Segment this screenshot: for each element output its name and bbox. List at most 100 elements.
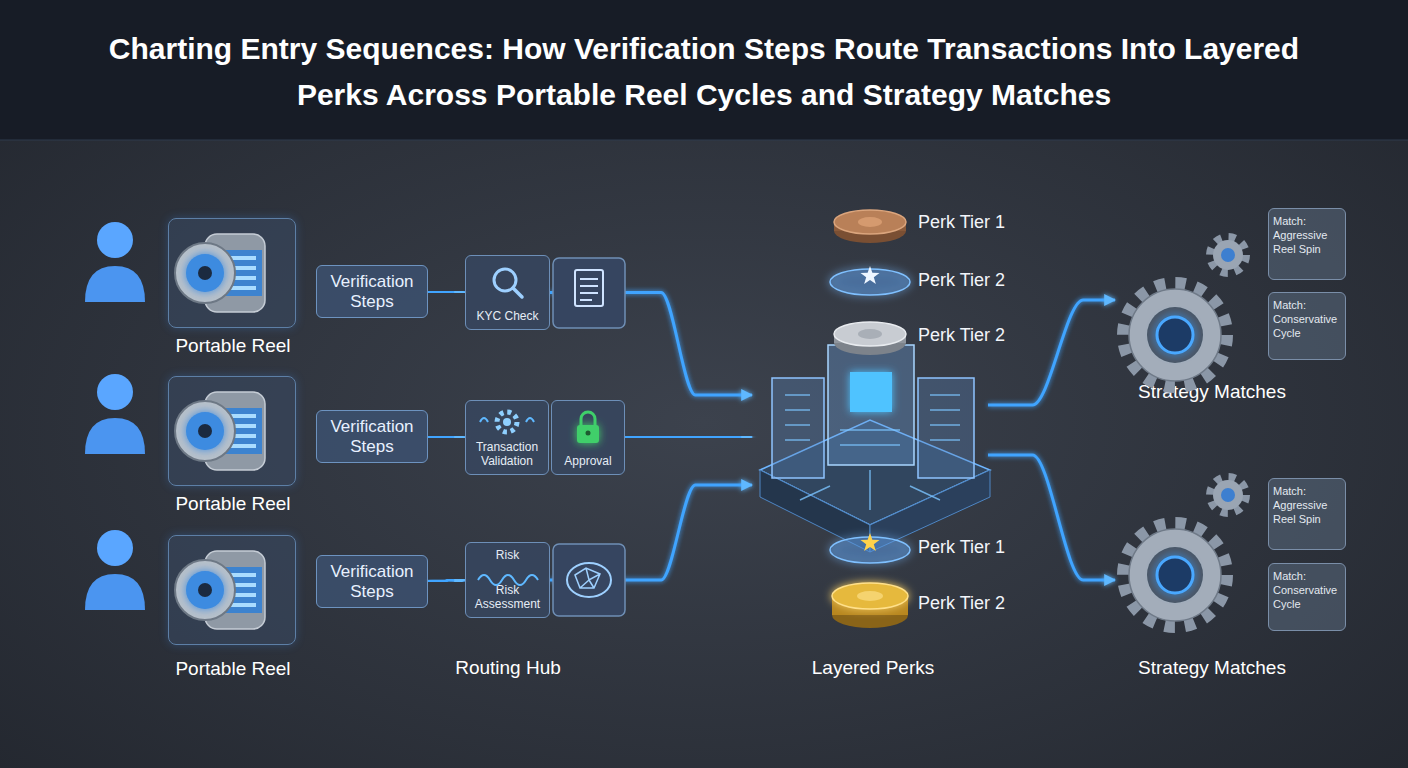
risk-wave [478,575,538,585]
validation-wave [480,418,534,422]
gear-body [1129,529,1221,621]
star-icon [860,266,879,284]
hub-base-top [760,420,990,525]
validation-gear [497,412,517,432]
coin-emblem [858,329,882,339]
person-icon [85,222,145,302]
gear-hub [1157,557,1193,593]
check-node: Approval [551,400,625,475]
gear-body [1129,289,1221,381]
node-text: Match: Aggressive Reel Spin [1273,484,1341,526]
reel-icon [175,234,265,312]
coin-bronze [834,210,906,234]
small-gear-teeth [1210,237,1246,273]
vs-node: Verification Steps [316,555,428,608]
brain-icon [567,563,611,597]
reel-icon [175,551,265,629]
validation-gear-core [503,418,511,426]
perk-tier-label: Perk Tier 2 [918,270,1005,291]
column-label: Layered Perks [812,657,935,679]
flow-connector [988,300,1115,405]
match-node: Match: Aggressive Reel Spin [1268,208,1346,280]
gear-teeth [1125,525,1225,625]
node-text: Match: Conservative Cycle [1273,298,1341,340]
flow-connector [550,293,752,396]
document-line [580,292,598,294]
small-gear-teeth [1210,477,1246,513]
brain-box [553,544,625,616]
hub-circuit [785,395,960,510]
check-node: KYC Check [465,255,550,330]
gear-teeth [1125,285,1225,385]
magnifier-icon [494,269,516,291]
document-line [580,299,592,301]
perk-tier-label: Perk Tier 2 [918,593,1005,614]
magnifier-handle [513,288,522,297]
hub-base-left [760,470,870,552]
star-disc [830,537,910,563]
coin-bronze-edge [834,219,906,243]
hub-tower [772,378,824,478]
flow-connector [988,455,1115,580]
node-heading: Strategy Matches [1138,657,1286,679]
flow-connector [428,580,465,582]
coin-emblem [857,591,883,601]
column-label: Routing Hub [455,657,561,679]
small-gear-hub [1221,248,1235,262]
node-heading: Portable Reel [175,658,290,680]
document-line [580,278,598,280]
document-box [553,258,625,328]
gear-node: Strategy Matches [1115,275,1235,395]
node-text: Risk [496,548,519,562]
gear-node: Strategy Matches [1115,515,1235,635]
match-node: Match: Conservative Cycle [1268,292,1346,360]
document-line [580,285,598,287]
vs-node: Verification Steps [316,265,428,318]
perk-tier-label: Perk Tier 2 [918,325,1005,346]
node-text: Verification Steps [320,417,424,457]
flow-connector [550,485,752,580]
match-node: Match: Aggressive Reel Spin [1268,478,1346,550]
gear-ring [1147,307,1203,363]
star-disc [830,269,910,295]
node-heading: Strategy Matches [1138,381,1286,403]
brain-network [575,568,600,588]
person-icon [85,374,145,454]
coin-emblem [858,217,882,227]
node-text: KYC Check [476,309,538,323]
diagram-title: Charting Entry Sequences: How Verificati… [79,26,1329,118]
lock-body [577,425,599,443]
coin-bronze-side [834,222,906,231]
coin-gold [832,583,908,609]
perk-tier-label: Perk Tier 1 [918,537,1005,558]
lock-shackle [581,412,595,426]
flow-connector [428,437,465,438]
coin-silver-side [834,334,906,343]
coin-gold-edge [832,602,908,628]
small-gear-body [1213,480,1243,510]
node-text: Approval [564,454,611,468]
header-band [0,0,1408,140]
match-node: Match: Conservative Cycle [1268,563,1346,631]
node-text: Match: Conservative Cycle [1273,569,1341,611]
perk-tier-label: Perk Tier 1 [918,212,1005,233]
node-text: Match: Aggressive Reel Spin [1273,214,1341,256]
node-text: Risk Assessment [469,583,546,611]
small-gear-body [1213,240,1243,270]
lock-keyhole [586,431,591,436]
coin-silver-edge [834,331,906,355]
coin-silver [834,322,906,346]
node-text: Transaction Validation [469,440,545,468]
person-icon [85,530,145,610]
hub-core-glow [850,372,892,412]
flow-connector [428,292,465,293]
flow-connector [625,436,752,440]
header-rule [0,140,1408,141]
small-gear-hub [1221,488,1235,502]
node-heading: Portable Reel [175,493,290,515]
reel-icon [175,392,265,470]
